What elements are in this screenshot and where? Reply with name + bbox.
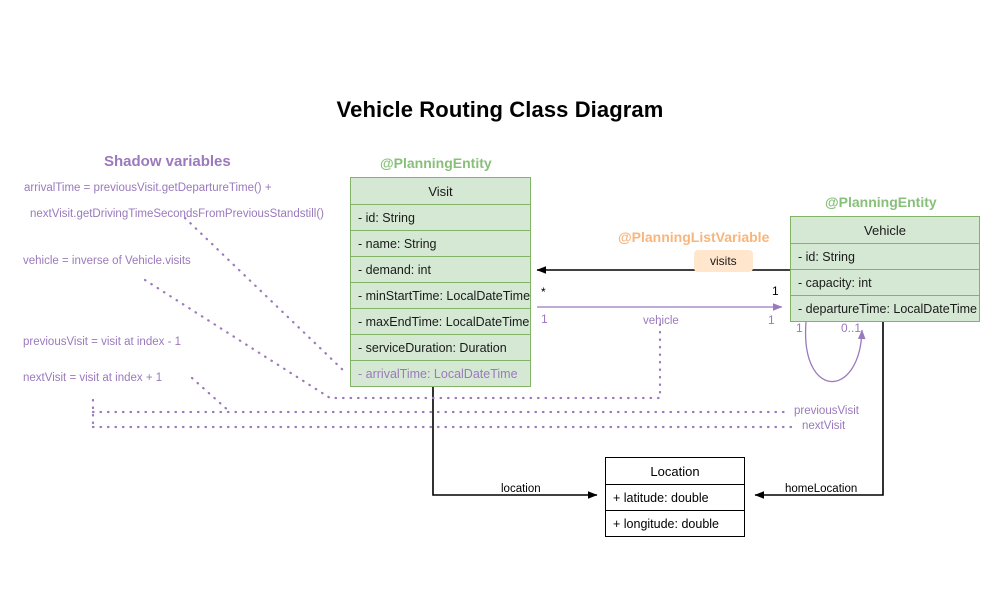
class-name-location: Location (650, 463, 700, 479)
visit-attribute-arrival-time: - arrivalTime: LocalDateTime (351, 360, 530, 386)
shadow-variable-previous-visit: previousVisit = visit at index - 1 (23, 336, 181, 348)
class-name-vehicle: Vehicle (864, 222, 906, 238)
location-edge-label: location (501, 483, 541, 495)
location-attribute-longitude: + longitude: double (606, 510, 744, 536)
vehicle-self-target-multiplicity: 0..1 (841, 321, 862, 335)
page-title: Vehicle Routing Class Diagram (336, 97, 664, 122)
visit-attribute-service-duration: - serviceDuration: Duration (351, 334, 530, 360)
visits-target-multiplicity: 1 (772, 284, 779, 298)
visits-stereotype: @PlanningListVariable (618, 229, 770, 245)
visit-attribute-name: - name: String (351, 230, 530, 256)
visit-attribute-demand: - demand: int (351, 256, 530, 282)
shadow-variable-next-visit: nextVisit = visit at index + 1 (23, 372, 163, 384)
vehicle-self-source-multiplicity: 1 (796, 321, 803, 335)
previous-visit-edge-label: previousVisit (794, 405, 859, 417)
next-visit-edge-label: nextVisit (802, 420, 846, 432)
shadow-variables-heading: Shadow variables (104, 153, 231, 170)
leader-next-visit-elbow (91, 376, 232, 429)
edge-visits (536, 266, 811, 283)
vehicle-target-multiplicity: 1 (768, 313, 775, 327)
visit-attribute-max-end-time: - maxEndTime: LocalDateTime (351, 308, 530, 334)
vehicle-stereotype: @PlanningEntity (825, 194, 937, 210)
leader-arrival-time (183, 216, 347, 374)
vehicle-source-multiplicity: 1 (541, 312, 548, 326)
visit-stereotype: @PlanningEntity (380, 155, 492, 171)
location-attribute-latitude: + latitude: double (606, 484, 744, 510)
vehicle-attribute-capacity: - capacity: int (791, 269, 979, 295)
shadow-variable-vehicle: vehicle = inverse of Vehicle.visits (23, 255, 191, 267)
vehicle-attribute-id: - id: String (791, 243, 979, 269)
shadow-variable-arrival-time-line1: arrivalTime = previousVisit.getDeparture… (24, 182, 272, 194)
edge-location (432, 383, 598, 499)
visits-role-badge[interactable]: visits (694, 250, 753, 272)
visits-source-multiplicity: * (541, 285, 546, 299)
vehicle-attribute-departure-time: - departureTime: LocalDateTime (791, 295, 979, 321)
visit-attribute-min-start-time: - minStartTime: LocalDateTime (351, 282, 530, 308)
class-box-location[interactable]: Location + latitude: double + longitude:… (605, 457, 745, 537)
class-box-visit[interactable]: Visit - id: String - name: String - dema… (350, 177, 531, 387)
class-box-vehicle[interactable]: Vehicle - id: String - capacity: int - d… (790, 216, 980, 322)
vehicle-edge-label: vehicle (643, 315, 679, 327)
home-location-edge-label: homeLocation (785, 483, 858, 495)
shadow-variable-arrival-time-line2: nextVisit.getDrivingTimeSecondsFromPrevi… (30, 208, 324, 220)
class-name-visit: Visit (428, 183, 453, 199)
visit-attribute-id: - id: String (351, 204, 530, 230)
